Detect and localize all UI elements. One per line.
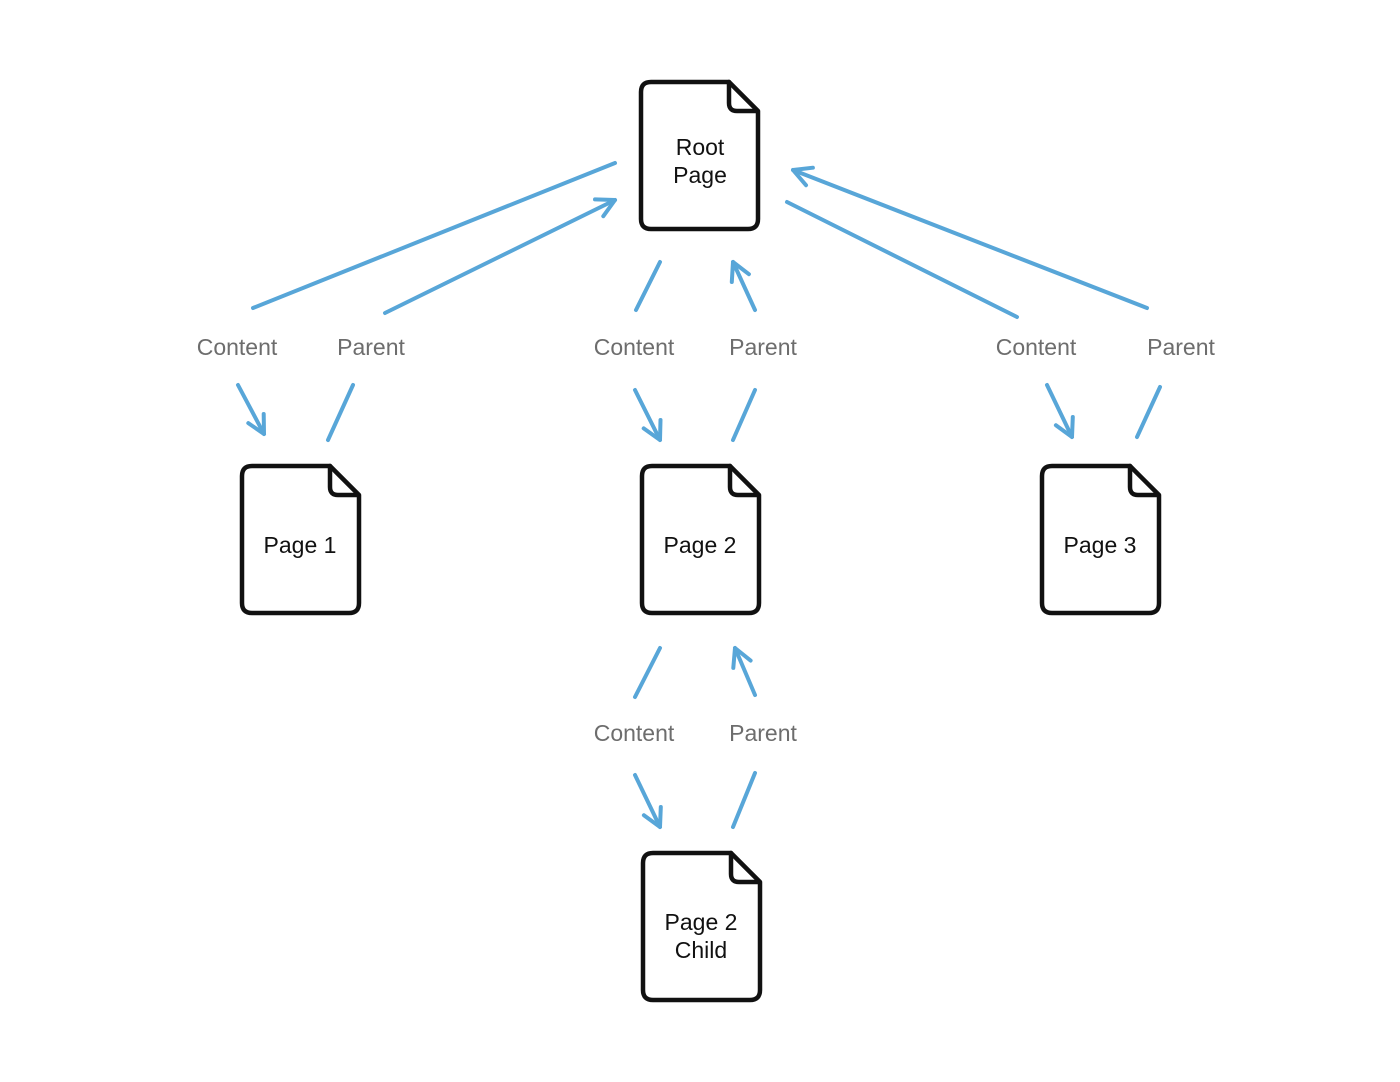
- label-parent-page2-child: Parent: [729, 720, 797, 746]
- arrowhead-parent-page2-icon: [731, 646, 753, 670]
- line-parent-page1-to-root-start: [326, 383, 355, 442]
- line-parent-child-to-page2-upper: [733, 646, 757, 697]
- line-content-page2-to-child-lower: [633, 773, 662, 829]
- label-parent-root-page3: Parent: [1147, 334, 1215, 360]
- line-parent-page3-to-root-main: [791, 168, 1149, 310]
- line-content-root-to-page1-main: [251, 161, 617, 310]
- node-page2-child-label-line2: Child: [675, 937, 727, 963]
- node-page3-label: Page 3: [1064, 532, 1137, 558]
- label-content-page2-child: Content: [594, 720, 675, 746]
- relation-labels: Content Parent Content Parent Content Pa…: [197, 334, 1216, 746]
- line-parent-child-to-page2-lower: [731, 771, 757, 829]
- node-page1-label: Page 1: [264, 532, 337, 558]
- arrowhead-parent-root-icon: [729, 260, 751, 284]
- node-page2: Page 2: [642, 466, 759, 613]
- label-parent-root-page1: Parent: [337, 334, 405, 360]
- label-content-root-page1: Content: [197, 334, 278, 360]
- line-parent-page2-to-root-upper: [731, 260, 757, 312]
- line-content-root-to-page2-upper: [634, 260, 662, 312]
- label-content-root-page3: Content: [996, 334, 1077, 360]
- line-content-root-to-page1-tip: [236, 383, 266, 436]
- arrowhead-content-page2-child-icon: [641, 805, 663, 829]
- line-parent-page3-to-root-start: [1135, 385, 1162, 439]
- node-page2-child-label-line1: Page 2: [665, 909, 738, 935]
- arrowhead-parent-root-icon: [791, 165, 815, 188]
- node-page1: Page 1: [242, 466, 359, 613]
- line-content-page2-to-child-upper: [633, 646, 662, 699]
- arrowhead-parent-root-icon: [593, 197, 617, 219]
- line-content-root-to-page3-tip: [1045, 383, 1074, 439]
- label-parent-root-page2: Parent: [729, 334, 797, 360]
- node-page3: Page 3: [1042, 466, 1159, 613]
- arrowhead-content-page2-icon: [641, 418, 663, 442]
- label-content-root-page2: Content: [594, 334, 675, 360]
- node-root-page: Root Page: [641, 82, 758, 229]
- node-page2-label: Page 2: [664, 532, 737, 558]
- node-root-page-label-line1: Root: [676, 134, 725, 160]
- arrowhead-content-page3-icon: [1053, 415, 1075, 439]
- line-content-root-to-page2-lower: [633, 388, 662, 442]
- line-content-root-to-page3-main: [785, 200, 1019, 319]
- arrowhead-content-page1-icon: [246, 412, 266, 436]
- relation-arrows: [236, 161, 1162, 829]
- node-root-page-label-line2: Page: [673, 162, 727, 188]
- line-parent-page2-to-root-lower: [731, 388, 757, 442]
- line-parent-page1-to-root-main: [383, 198, 617, 315]
- node-page2-child: Page 2 Child: [643, 853, 760, 1000]
